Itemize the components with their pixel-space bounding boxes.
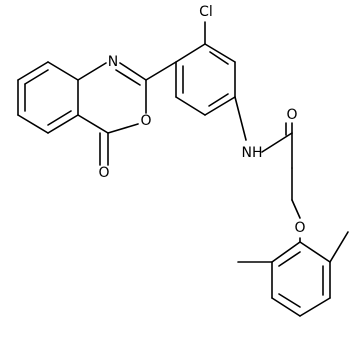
- bond: [329, 231, 349, 263]
- chlorine-label: Cl: [199, 4, 213, 20]
- bond: [17, 61, 49, 81]
- bond: [271, 297, 301, 317]
- bond: [47, 110, 72, 126]
- bond: [234, 96, 247, 141]
- carbonyl-oxygen-label: O: [98, 165, 109, 181]
- bond: [24, 69, 49, 85]
- bond: [145, 61, 177, 81]
- bond: [208, 93, 229, 107]
- bond: [77, 62, 107, 81]
- bond: [291, 199, 301, 219]
- bond: [47, 114, 79, 134]
- bond: [17, 114, 49, 134]
- amide-nh-label: NH: [242, 145, 263, 161]
- bond: [175, 96, 206, 116]
- bond: [278, 251, 301, 267]
- bond: [47, 61, 79, 81]
- bond: [299, 297, 331, 317]
- bond: [175, 43, 206, 63]
- bond: [261, 132, 293, 153]
- bond: [299, 241, 331, 263]
- ring-nitrogen-label: N: [108, 54, 118, 70]
- ether-oxygen-label: O: [294, 220, 305, 236]
- ring-oxygen-label: O: [140, 113, 151, 129]
- atom-labels: Cl N O O NH O O: [98, 4, 305, 236]
- bond: [204, 96, 236, 116]
- bond: [271, 241, 301, 263]
- bond: [204, 43, 236, 63]
- bonds: [17, 21, 349, 317]
- bond: [278, 293, 301, 308]
- amide-oxygen-label: O: [286, 107, 297, 123]
- bond: [115, 69, 141, 86]
- bond: [77, 114, 109, 134]
- bond: [107, 123, 139, 134]
- bond: [209, 51, 229, 65]
- bond: [119, 62, 147, 81]
